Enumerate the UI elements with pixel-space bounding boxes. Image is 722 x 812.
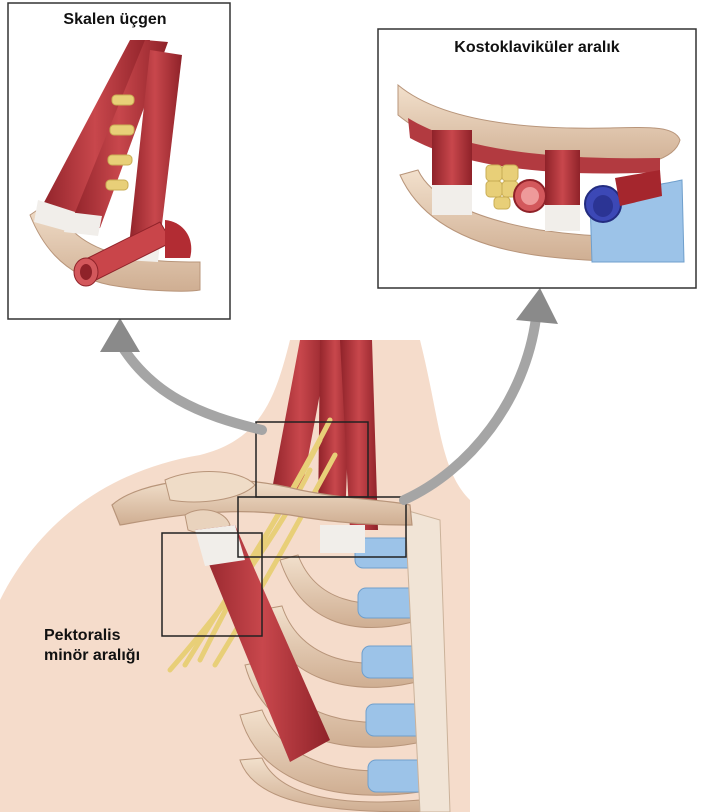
brachial-plexus	[167, 417, 338, 673]
scalene-muscles	[270, 340, 378, 530]
rib-cage	[239, 509, 451, 812]
pectoralis-minor-label-line2: minör aralığı	[44, 647, 141, 664]
zoom-arrows	[100, 288, 558, 505]
arrow-to-scalene-inset	[113, 335, 267, 435]
scalene-inset	[7, 2, 231, 320]
costoclavicular-space-label: Kostoklaviküler aralık	[454, 39, 620, 56]
scalene-triangle-label: Skalen üçgen	[63, 11, 167, 28]
pectoralis-minor-label-line1: Pektoralis	[44, 627, 121, 644]
arrow-to-costoclavicular-inset	[399, 313, 541, 505]
costoclavicular-inset	[377, 28, 697, 289]
region-boxes	[161, 421, 407, 637]
scalene-tendon	[320, 525, 365, 553]
pectoralis-minor-space-label: Pektoralis minör aralığı	[44, 626, 194, 666]
pectoralis-minor-tendon	[195, 525, 245, 566]
costoclavicular-region-box	[237, 496, 407, 558]
sternum	[404, 509, 451, 812]
acromion	[164, 471, 256, 503]
pectoralis-region-box	[161, 532, 263, 637]
pectoralis-minor-muscle	[195, 525, 330, 762]
